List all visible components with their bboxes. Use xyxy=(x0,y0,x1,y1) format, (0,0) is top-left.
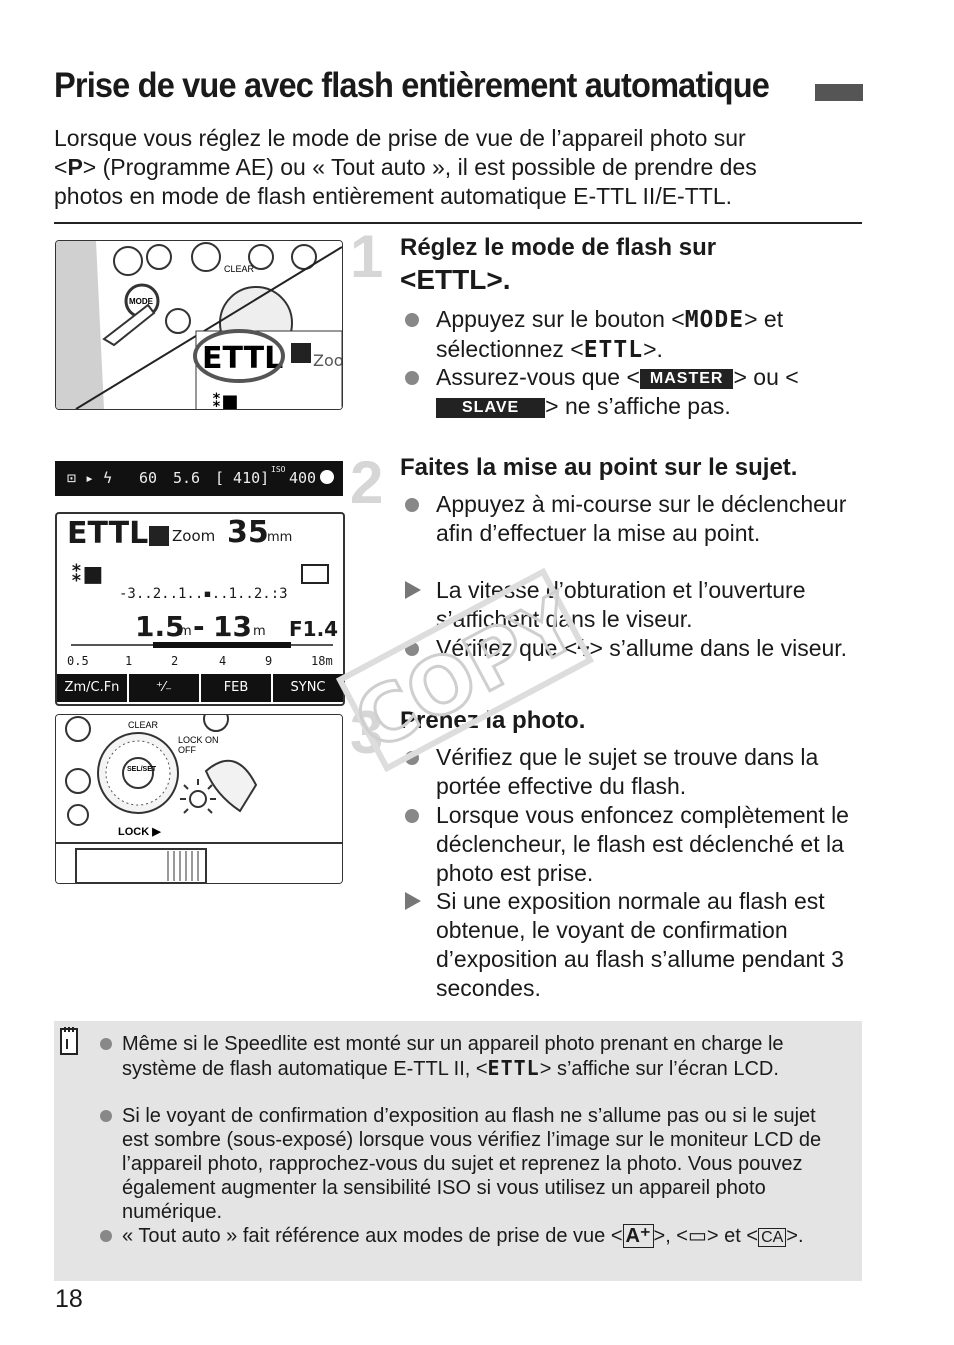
slave-badge: SLAVE xyxy=(436,397,546,418)
notes-box: Même si le Speedlite est monté sur un ap… xyxy=(54,1021,862,1281)
section-divider xyxy=(54,222,862,224)
lcd-zoom-label: Zoo xyxy=(313,351,342,370)
lcd-aperture: F1.4 xyxy=(289,617,339,641)
flash-ready-indicator xyxy=(320,470,334,484)
step-1-bullet-2: Assurez-vous que <MASTER> ou <SLAVE> ne … xyxy=(405,363,860,421)
master-badge: MASTER xyxy=(639,368,734,389)
range-bar xyxy=(153,642,291,648)
step-3-bullet-3: Si une exposition normale au flash est o… xyxy=(405,887,860,1003)
lcd-button-zm-cfn: Zm/C.Fn xyxy=(57,674,129,702)
lcd-button-fec: ⁺⁄₋ xyxy=(129,674,201,702)
clear-label: CLEAR xyxy=(224,264,255,274)
flash-back-illustration: CLEAR SEL/SET LOCK ON OFF LOCK ▶ xyxy=(55,714,343,884)
lcd-range-from: 1.5 xyxy=(135,610,185,643)
step-2-bullet-1: Appuyez à mi-course sur le déclencheur a… xyxy=(405,490,860,548)
step-1-heading: Réglez le mode de flash sur <ETTL>. xyxy=(400,234,717,295)
page-number: 18 xyxy=(55,1285,83,1313)
page-title: Prise de vue avec flash entièrement auto… xyxy=(54,66,770,105)
lcd-ettl-label: ETTL xyxy=(202,341,283,376)
note-1: Même si le Speedlite est monté sur un ap… xyxy=(100,1032,840,1081)
lcd-zoom-unit: mm xyxy=(267,530,293,545)
viewfinder-display: ⊡ ▸ ϟ 60 5.6 [ 410] ISO 400 xyxy=(55,461,343,496)
viewfinder-iso-label: ISO xyxy=(271,465,286,474)
viewfinder-shutter: 60 xyxy=(139,469,158,487)
note-3: « Tout auto » fait référence aux modes d… xyxy=(100,1224,840,1250)
lcd-button-sync: SYNC xyxy=(273,674,343,702)
lock-on-label: LOCK ON xyxy=(178,735,219,745)
creative-auto-mode-icon: CA xyxy=(758,1228,787,1247)
step-2-heading: Faites la mise au point sur le sujet. xyxy=(400,454,798,481)
grid-icon xyxy=(301,564,329,584)
flash-mode-icon: ⁑■ xyxy=(71,562,104,587)
svg-text:⁑■: ⁑■ xyxy=(212,391,238,409)
flash-top-illustration: CLEAR MODE ETTL Zoo ⁑■ xyxy=(55,240,343,410)
back-clear-label: CLEAR xyxy=(128,720,159,730)
notepad-icon xyxy=(60,1027,78,1055)
full-auto-mode-icon: ▭ xyxy=(688,1225,707,1247)
viewfinder-count: [ 410] xyxy=(215,469,270,487)
title-bar-decoration xyxy=(815,84,863,101)
mode-button-label: MODE xyxy=(129,297,154,306)
auto-plus-mode-icon: A⁺ xyxy=(622,1224,654,1248)
sel-set-label: SEL/SET xyxy=(127,766,157,773)
lcd-mode: ETTL xyxy=(67,516,149,551)
lock-slider-label: LOCK ▶ xyxy=(118,826,161,838)
viewfinder-aperture: 5.6 xyxy=(173,469,201,487)
step-1-bullet-1: Appuyez sur le bouton <MODE> et sélectio… xyxy=(405,305,860,365)
step-1-number: 1 xyxy=(350,223,384,290)
viewfinder-iso-value: 400 xyxy=(289,469,317,487)
step-3-number: 3 xyxy=(350,699,384,766)
flash-ready-icon: ϟ xyxy=(577,635,590,661)
note-2: Si le voyant de confirmation d’expositio… xyxy=(100,1104,840,1224)
lcd-zoom-label: Zoom xyxy=(172,527,216,545)
step-2-bullet-2: La vitesse d’obturation et l’ouverture s… xyxy=(405,576,860,634)
step-3-bullet-2: Lorsque vous enfoncez complètement le dé… xyxy=(405,801,860,888)
step-2-bullet-3: Vérifiez que <ϟ> s’allume dans le viseur… xyxy=(405,634,860,663)
step-3-bullet-1: Vérifiez que le sujet se trouve dans la … xyxy=(405,743,860,801)
lock-off-label: OFF xyxy=(178,745,196,755)
step-2-number: 2 xyxy=(350,449,384,516)
lcd-exposure-scale: -3..2..1..▪..1..2.:3 xyxy=(119,586,288,602)
flash-lcd-panel: ETTL Zoom 35 mm ⁑■ -3..2..1..▪..1..2.:3 … xyxy=(55,512,345,706)
lcd-button-feb: FEB xyxy=(201,674,273,702)
step-3-heading: Prenez la photo. xyxy=(400,707,586,734)
auto-zoom-icon xyxy=(149,526,169,546)
lcd-zoom-value: 35 xyxy=(227,515,269,550)
intro-paragraph: Lorsque vous réglez le mode de prise de … xyxy=(54,125,757,209)
lcd-range-to: 13 xyxy=(213,610,252,643)
